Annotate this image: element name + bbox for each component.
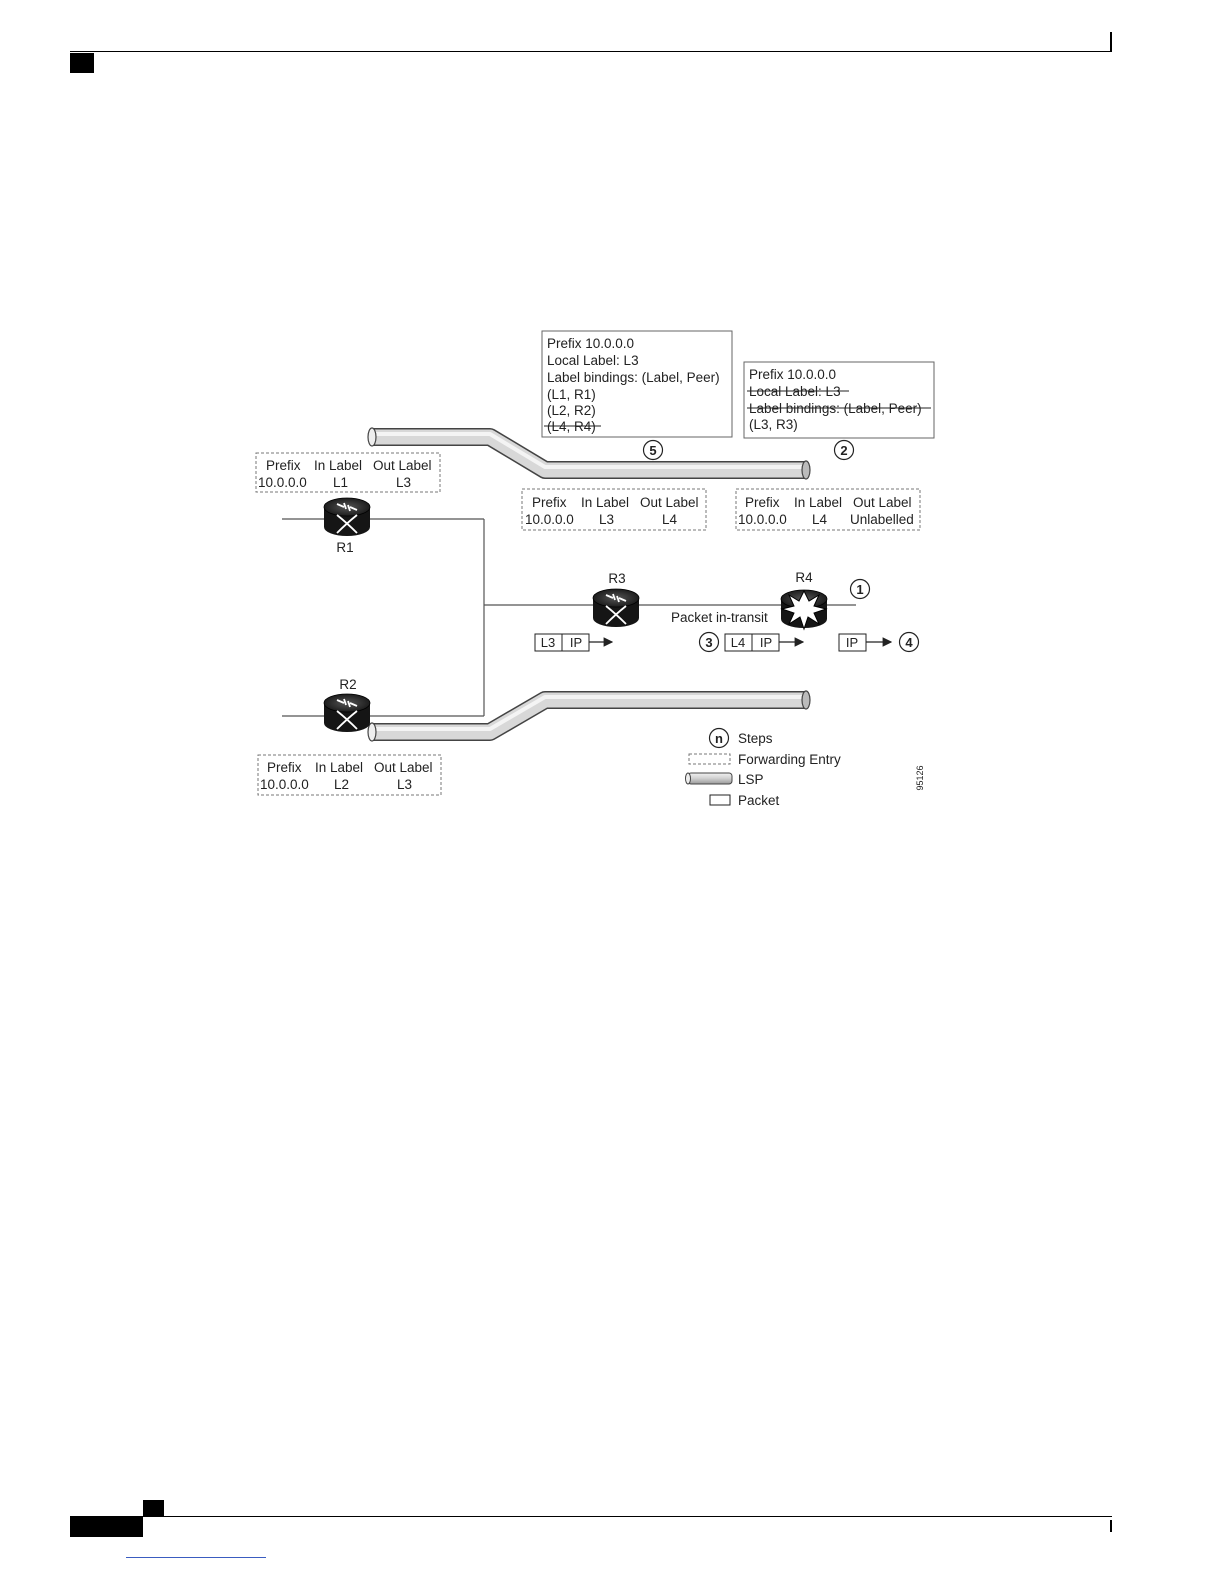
r2-header-in-label: In Label: [315, 760, 363, 775]
r1-prefix-value: 10.0.0.0: [258, 475, 307, 490]
legend-forwarding-entry-icon: [688, 753, 731, 765]
header-rule: [70, 51, 1112, 52]
packet-2-payload: IP: [760, 635, 772, 650]
step-4-marker: 4: [898, 631, 920, 653]
router-r1-label: R1: [336, 540, 353, 555]
r2-prefix-value: 10.0.0.0: [260, 777, 309, 792]
binding-prefix: Prefix 10.0.0.0: [547, 336, 634, 351]
packet-ip-unlabelled: IP: [838, 633, 893, 652]
r3-header-in-label: In Label: [581, 495, 629, 510]
r4-in-label-value: L4: [812, 512, 828, 527]
step-1-marker: 1: [849, 578, 871, 600]
r3-header-prefix: Prefix: [532, 495, 567, 510]
footer-marker: [70, 1516, 143, 1537]
legend-lsp-label: LSP: [738, 772, 764, 787]
packet-1-label: L3: [541, 635, 555, 650]
step-1-number: 1: [856, 582, 863, 597]
binding-local-label: Local Label: L3: [547, 353, 639, 368]
step-4-number: 4: [905, 635, 913, 650]
step-3-number: 3: [705, 635, 712, 650]
packet-l4-ip: L4 IP: [724, 633, 805, 652]
step-5-marker: 5: [642, 439, 664, 461]
router-r4-label: R4: [795, 570, 813, 585]
step-2-number: 2: [840, 443, 847, 458]
r4-prefix-value: 10.0.0.0: [738, 512, 787, 527]
r3-prefix-value: 10.0.0.0: [525, 512, 574, 527]
r1-in-label-value: L1: [333, 475, 348, 490]
label-binding-box-r4: Prefix 10.0.0.0 Local Label: L3 Label bi…: [743, 361, 935, 439]
r1-header-prefix: Prefix: [266, 458, 301, 473]
packet-l3-ip: L3 IP: [534, 633, 614, 652]
lsp-upper: [367, 427, 811, 480]
packet-2-label: L4: [731, 635, 745, 650]
forwarding-table-r2: Prefix In Label Out Label 10.0.0.0 L2 L3: [257, 754, 442, 796]
binding-l2-r2: (L2, R2): [547, 403, 596, 418]
r3-header-out-label: Out Label: [640, 495, 699, 510]
r2-header-prefix: Prefix: [267, 760, 302, 775]
legend-steps-icon: [708, 727, 730, 749]
legend-steps-symbol: n: [715, 731, 723, 746]
legend-steps-label: Steps: [738, 731, 773, 746]
r4-header-prefix: Prefix: [745, 495, 780, 510]
r4-out-label-value: Unlabelled: [850, 512, 914, 527]
router-r3-label: R3: [608, 571, 625, 586]
r1-out-label-value: L3: [396, 475, 411, 490]
r4-binding-prefix: Prefix 10.0.0.0: [749, 367, 836, 382]
footer-notch: [143, 1500, 164, 1516]
header-marker: [70, 53, 94, 73]
r3-out-label-value: L4: [662, 512, 678, 527]
legend-packet-icon: [709, 794, 731, 806]
footer-tick: [1110, 1520, 1112, 1532]
r1-header-in-label: In Label: [314, 458, 362, 473]
r4-header-out-label: Out Label: [853, 495, 912, 510]
legend-lsp-icon: [685, 772, 733, 785]
header-tick: [1110, 32, 1112, 52]
legend-forwarding-entry-label: Forwarding Entry: [738, 752, 841, 767]
network-links: [282, 518, 856, 717]
forwarding-table-r1: Prefix In Label Out Label 10.0.0.0 L1 L3: [255, 452, 441, 493]
figure-id: 95126: [915, 765, 925, 790]
router-r2-label: R2: [339, 677, 356, 692]
legend: n Steps Forwarding Entry LSP Packet: [685, 727, 841, 808]
binding-l1-r1: (L1, R1): [547, 387, 596, 402]
router-r1-icon: [323, 497, 371, 536]
packet-1-payload: IP: [570, 635, 582, 650]
footer-link-underline[interactable]: [126, 1557, 266, 1558]
router-r4-failed-icon: [780, 589, 828, 631]
packet-3-payload: IP: [846, 635, 858, 650]
legend-packet-label: Packet: [738, 793, 780, 808]
r2-in-label-value: L2: [334, 777, 349, 792]
router-r3-icon: [592, 588, 640, 627]
r1-header-out-label: Out Label: [373, 458, 432, 473]
r2-header-out-label: Out Label: [374, 760, 433, 775]
step-3-marker: 3: [698, 631, 720, 653]
footer-rule: [143, 1516, 1112, 1517]
binding-header: Label bindings: (Label, Peer): [547, 370, 720, 385]
label-binding-box-r3: Prefix 10.0.0.0 Local Label: L3 Label bi…: [541, 330, 733, 438]
r4-header-in-label: In Label: [794, 495, 842, 510]
router-r2-icon: [323, 693, 371, 732]
forwarding-table-r4: Prefix In Label Out Label 10.0.0.0 L4 Un…: [735, 488, 921, 531]
r3-in-label-value: L3: [599, 512, 614, 527]
packet-in-transit-label: Packet in-transit: [671, 610, 768, 625]
forwarding-table-r3: Prefix In Label Out Label 10.0.0.0 L3 L4: [521, 488, 707, 531]
step-5-number: 5: [649, 443, 656, 458]
lsp-lower: [367, 690, 811, 742]
step-2-marker: 2: [833, 439, 855, 461]
r4-binding-l3-r3: (L3, R3): [749, 417, 798, 432]
r2-out-label-value: L3: [397, 777, 412, 792]
